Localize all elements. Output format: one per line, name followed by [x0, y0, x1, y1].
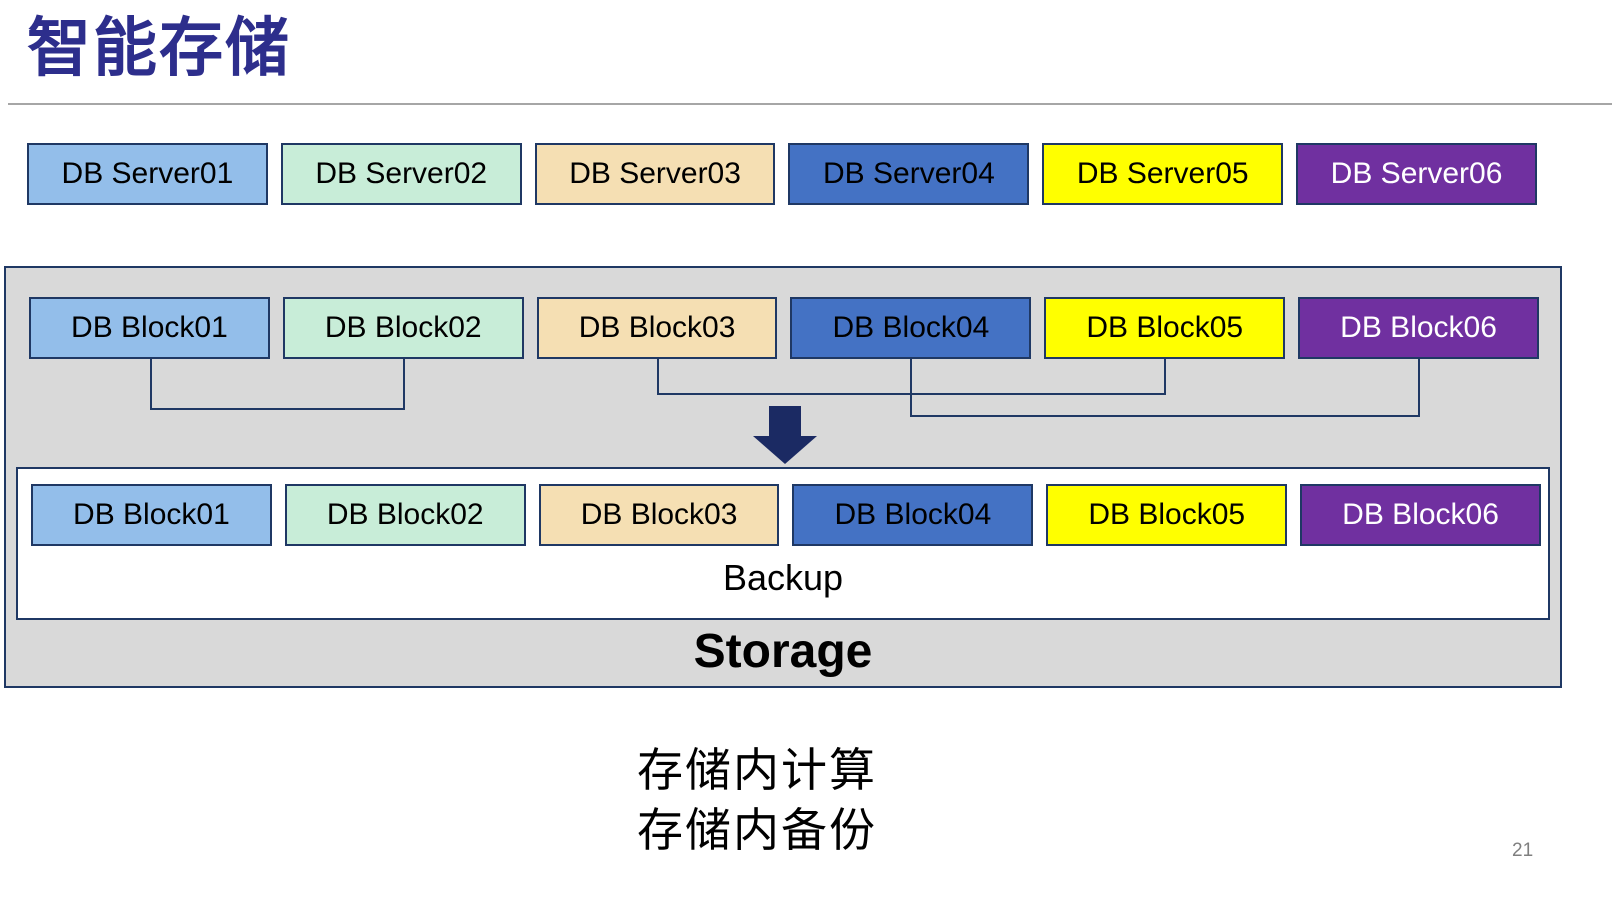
server-box-4: DB Server04 [788, 143, 1030, 205]
connector-line [150, 408, 405, 410]
title-underline [8, 103, 1612, 105]
down-arrow-icon [753, 406, 817, 464]
slide-title: 智能存储 [27, 12, 291, 84]
down-arrow-head [753, 436, 817, 464]
server-box-6: DB Server06 [1296, 143, 1537, 205]
connector-line [657, 359, 659, 395]
page-number: 21 [1512, 840, 1534, 861]
connector-line [150, 359, 152, 410]
backup-label: Backup [722, 557, 844, 598]
backup-box: DB Block01 DB Block02 DB Block03 DB Bloc… [16, 467, 1550, 620]
block-bottom-2: DB Block02 [284, 484, 526, 546]
storage-label: Storage [693, 625, 873, 678]
block-row-top: DB Block01 DB Block02 DB Block03 DB Bloc… [29, 297, 1539, 359]
block-row-bottom: DB Block01 DB Block02 DB Block03 DB Bloc… [31, 484, 1541, 546]
down-arrow-stem [769, 406, 801, 436]
connector-line [910, 359, 912, 417]
storage-container: DB Block01 DB Block02 DB Block03 DB Bloc… [4, 266, 1562, 688]
block-top-3: DB Block03 [536, 297, 778, 359]
server-box-2: DB Server02 [280, 143, 522, 205]
server-box-1: DB Server01 [27, 143, 268, 205]
block-top-2: DB Block02 [282, 297, 524, 359]
caption: 存储内计算 存储内备份 [637, 740, 877, 860]
caption-line-2: 存储内备份 [637, 804, 877, 856]
block-bottom-3: DB Block03 [538, 484, 780, 546]
server-box-5: DB Server05 [1042, 143, 1284, 205]
block-top-6: DB Block06 [1298, 297, 1539, 359]
block-bottom-5: DB Block05 [1046, 484, 1288, 546]
block-bottom-4: DB Block04 [792, 484, 1034, 546]
connector-line [910, 415, 1420, 417]
connector-line [1418, 359, 1420, 417]
connector-line [1164, 359, 1166, 395]
caption-line-1: 存储内计算 [637, 744, 877, 796]
block-top-4: DB Block04 [790, 297, 1032, 359]
connector-line [403, 359, 405, 410]
server-row: DB Server01 DB Server02 DB Server03 DB S… [27, 143, 1537, 205]
block-bottom-6: DB Block06 [1300, 484, 1541, 546]
block-top-5: DB Block05 [1044, 297, 1286, 359]
block-bottom-1: DB Block01 [31, 484, 272, 546]
server-box-3: DB Server03 [534, 143, 776, 205]
block-top-1: DB Block01 [29, 297, 270, 359]
